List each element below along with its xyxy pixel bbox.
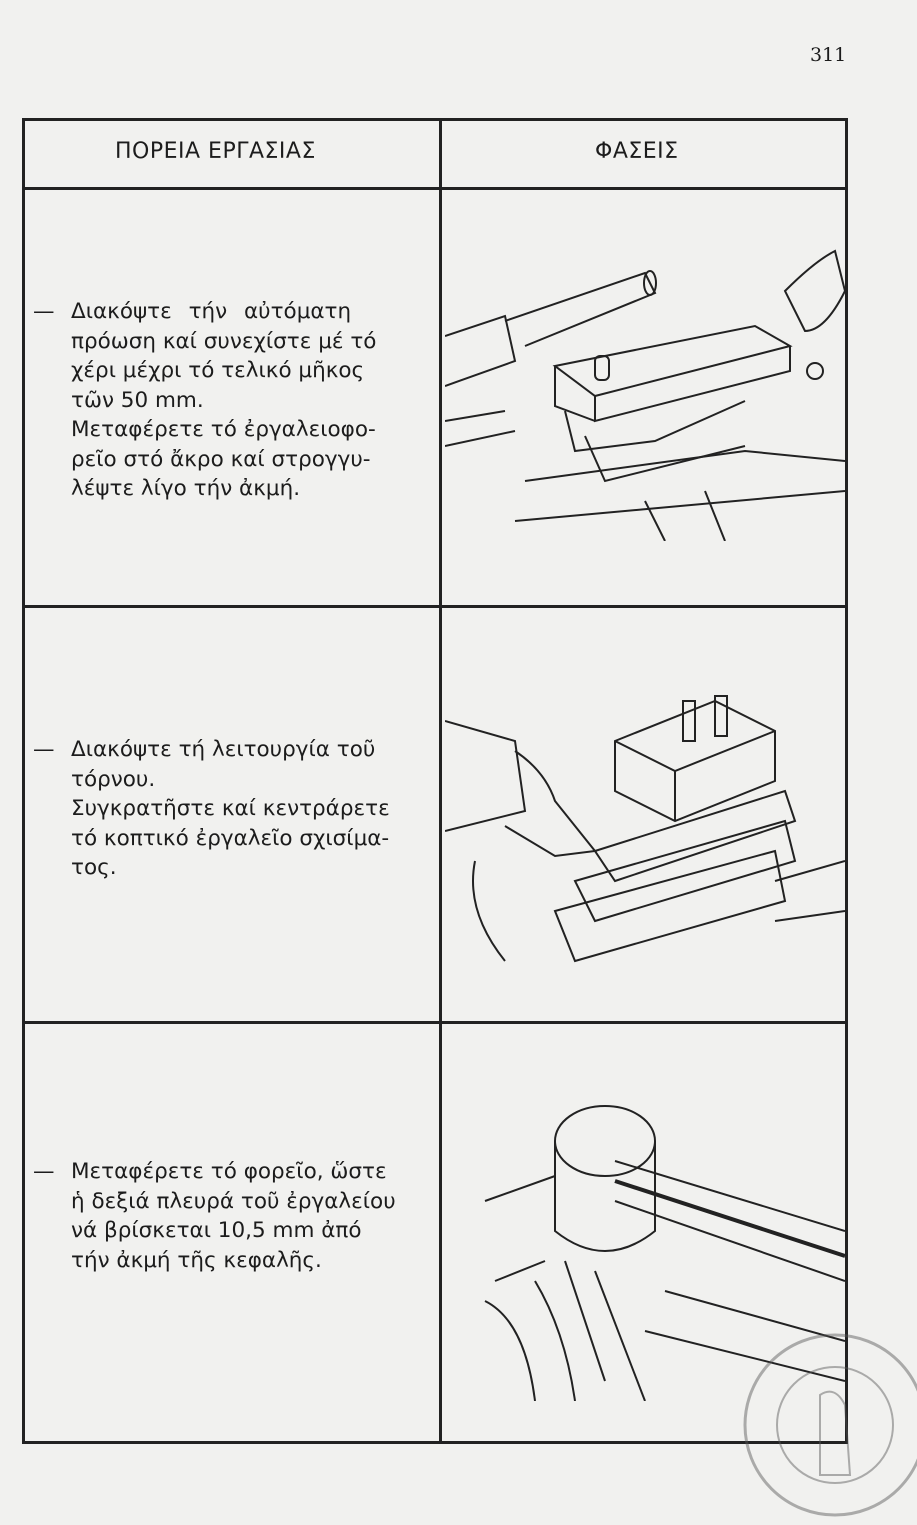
text-line: τό κοπτικό ἐργαλεῖο σχισίμα- [71, 825, 390, 851]
library-stamp [743, 1333, 917, 1517]
column-divider [439, 121, 442, 1441]
list-dash: — [33, 1159, 55, 1184]
text-line: ἡ δεξιά πλευρά τοῦ ἐργαλείου [71, 1188, 396, 1214]
step-text-1: — Διακόψτε τήν αὐτόματη πρόωση καί συνεχ… [33, 297, 421, 504]
row-divider [25, 1021, 845, 1024]
text-line: τος. [71, 855, 117, 880]
header-phases: ΦΑΣΕΙΣ [595, 139, 679, 164]
step-text-3: — Μεταφέρετε τό φορεῖο, ὥστε ἡ δεξιά πλε… [33, 1157, 421, 1275]
text-line: πρόωση καί συνεχίστε μέ τό [71, 328, 377, 354]
text-line: ρεῖο στό ἄκρο καί στρογγυ- [71, 446, 371, 472]
text-line: Συγκρατῆστε καί κεντράρετε [71, 796, 390, 821]
text-line: Μεταφέρετε τό ἐργαλειοφο- [71, 417, 376, 442]
text-line: τῶν 50 mm. [71, 387, 204, 413]
list-dash: — [33, 299, 55, 324]
text-line: χέρι μέχρι τό τελικό μῆκος [71, 358, 365, 383]
text-line: τήν ἀκμή τῆς κεφαλῆς. [71, 1247, 322, 1273]
lathe-tool-post-handwheel-illustration [445, 249, 845, 541]
text-line: νά βρίσκεται 10,5 mm ἀπό [71, 1218, 362, 1243]
step-text-2: — Διακόψτε τή λειτουργία τοῦ τόρνου. Συγ… [33, 735, 421, 883]
text-line: Διακόψτε τήν αὐτόματη [71, 299, 352, 324]
text-line: Διακόψτε τή λειτουργία τοῦ [71, 737, 376, 762]
procedure-table: ΠΟΡΕΙΑ ΕΡΓΑΣΙΑΣ ΦΑΣΕΙΣ — Διακόψτε τήν αὐ… [22, 118, 848, 1444]
page-number: 311 [810, 44, 847, 66]
carriage-positioning-illustration [484, 1105, 845, 1401]
parting-tool-centering-illustration [445, 695, 845, 963]
text-line: λέψτε λίγο τήν ἀκμή. [71, 476, 301, 501]
row-divider [25, 605, 845, 608]
text-line: τόρνου. [71, 766, 156, 792]
header-divider [25, 187, 845, 190]
header-procedure: ΠΟΡΕΙΑ ΕΡΓΑΣΙΑΣ [115, 139, 316, 164]
list-dash: — [33, 737, 55, 762]
text-line: Μεταφέρετε τό φορεῖο, ὥστε [71, 1159, 387, 1184]
